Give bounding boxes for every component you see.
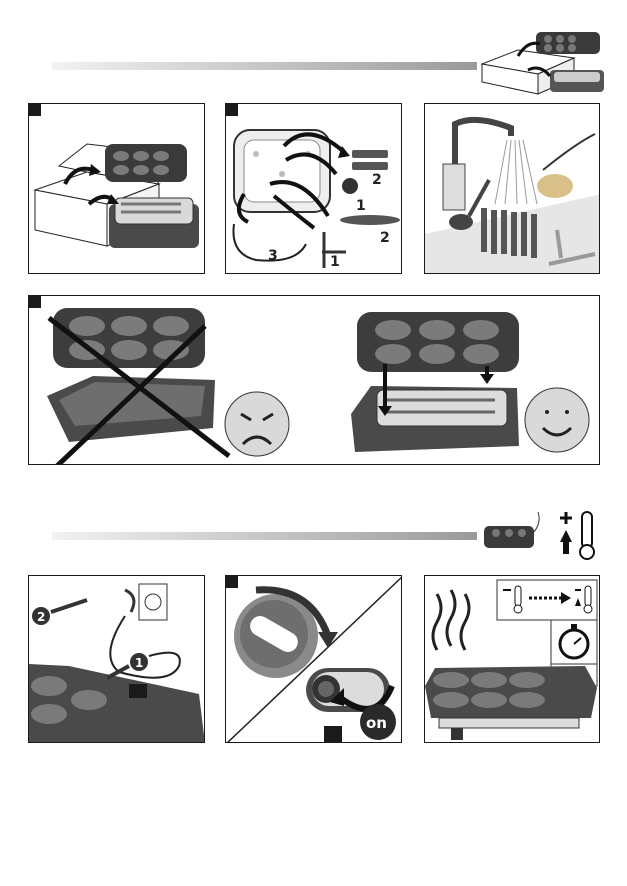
step-marker <box>324 726 342 743</box>
panel-plate-placement <box>28 295 600 465</box>
step-marker <box>29 296 41 308</box>
section-header-bar-preheat <box>52 532 477 540</box>
callout-label: 2 <box>380 230 390 246</box>
panel-preheat <box>424 575 600 743</box>
panel-unpack-box <box>28 103 205 274</box>
happy-face-icon <box>525 388 589 452</box>
preheat-header-illustration <box>482 506 602 562</box>
unpack-box-illustration <box>478 28 606 98</box>
panel-connect-cord: 2 1 <box>28 575 205 743</box>
callout-label: 1 <box>356 198 366 214</box>
step-marker <box>226 104 238 116</box>
step-marker <box>29 104 41 116</box>
unpack-illustration <box>29 104 205 274</box>
placement-illustration <box>29 296 600 465</box>
panel-remove-parts: 2 1 2 3 1 <box>225 103 402 274</box>
switch-on-label: on <box>366 714 387 732</box>
panel-wash-parts <box>424 103 600 274</box>
step-marker <box>226 576 238 588</box>
parts-illustration: 2 1 2 3 1 <box>226 104 402 274</box>
connect-cord-illustration: 2 1 <box>29 576 205 743</box>
sad-face-icon <box>225 392 289 456</box>
callout-label: 1 <box>330 254 340 270</box>
callout-label: 2 <box>372 172 382 188</box>
callout-label: 1 <box>135 656 143 670</box>
washing-illustration <box>425 104 600 274</box>
heat-waves-icon <box>433 590 469 650</box>
section-header-bar-unpack <box>52 62 477 70</box>
callout-label: 2 <box>37 610 45 624</box>
thermometer-icon <box>560 512 594 559</box>
callout-label: 3 <box>268 248 278 264</box>
panel-switch-on: on <box>225 575 402 743</box>
